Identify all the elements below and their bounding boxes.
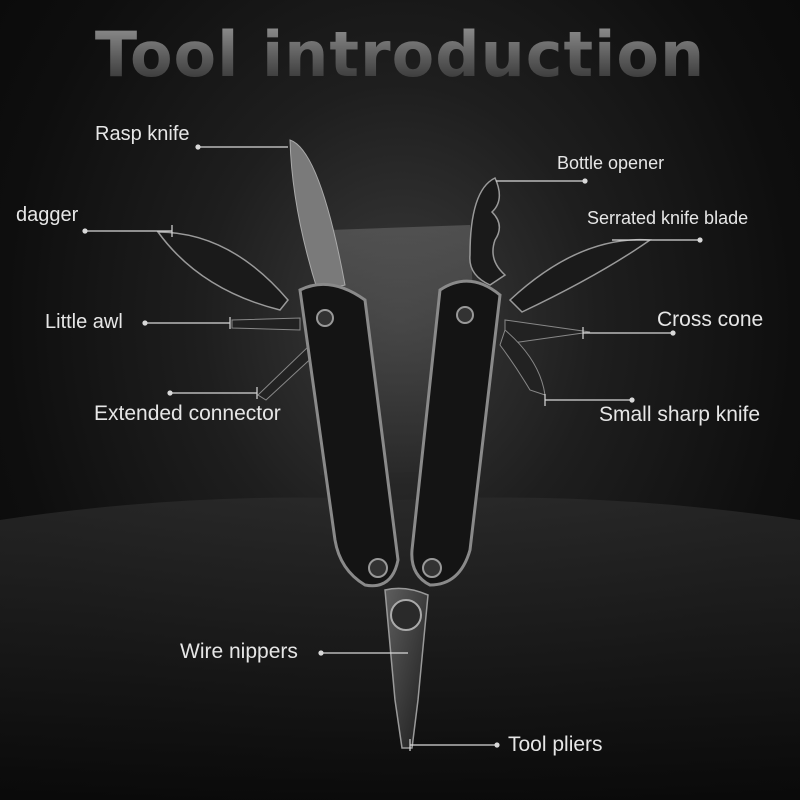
label-tool-pliers: Tool pliers [508,733,603,756]
left-handle [298,282,400,588]
label-little-awl: Little awl [45,311,123,333]
label-rasp-knife: Rasp knife [95,123,190,145]
label-small-sharp-knife: Small sharp knife [599,403,761,426]
label-serrated-knife-blade: Serrated knife blade [587,208,749,228]
bottle-opener-blade [469,176,507,286]
awl-blade [231,317,301,331]
label-wire-nippers: Wire nippers [180,640,298,663]
label-extended-connector: Extended connector [94,402,281,425]
small-knife-blade [499,329,546,396]
label-bottle-opener: Bottle opener [557,153,665,173]
pliers-head [384,587,429,749]
right-handle [410,279,502,587]
label-cross-cone: Cross cone [657,308,764,331]
dagger-blade [156,231,289,311]
page-title: Tool introduction [0,18,800,91]
serrated-blade [508,238,653,313]
label-dagger: dagger [16,204,79,226]
